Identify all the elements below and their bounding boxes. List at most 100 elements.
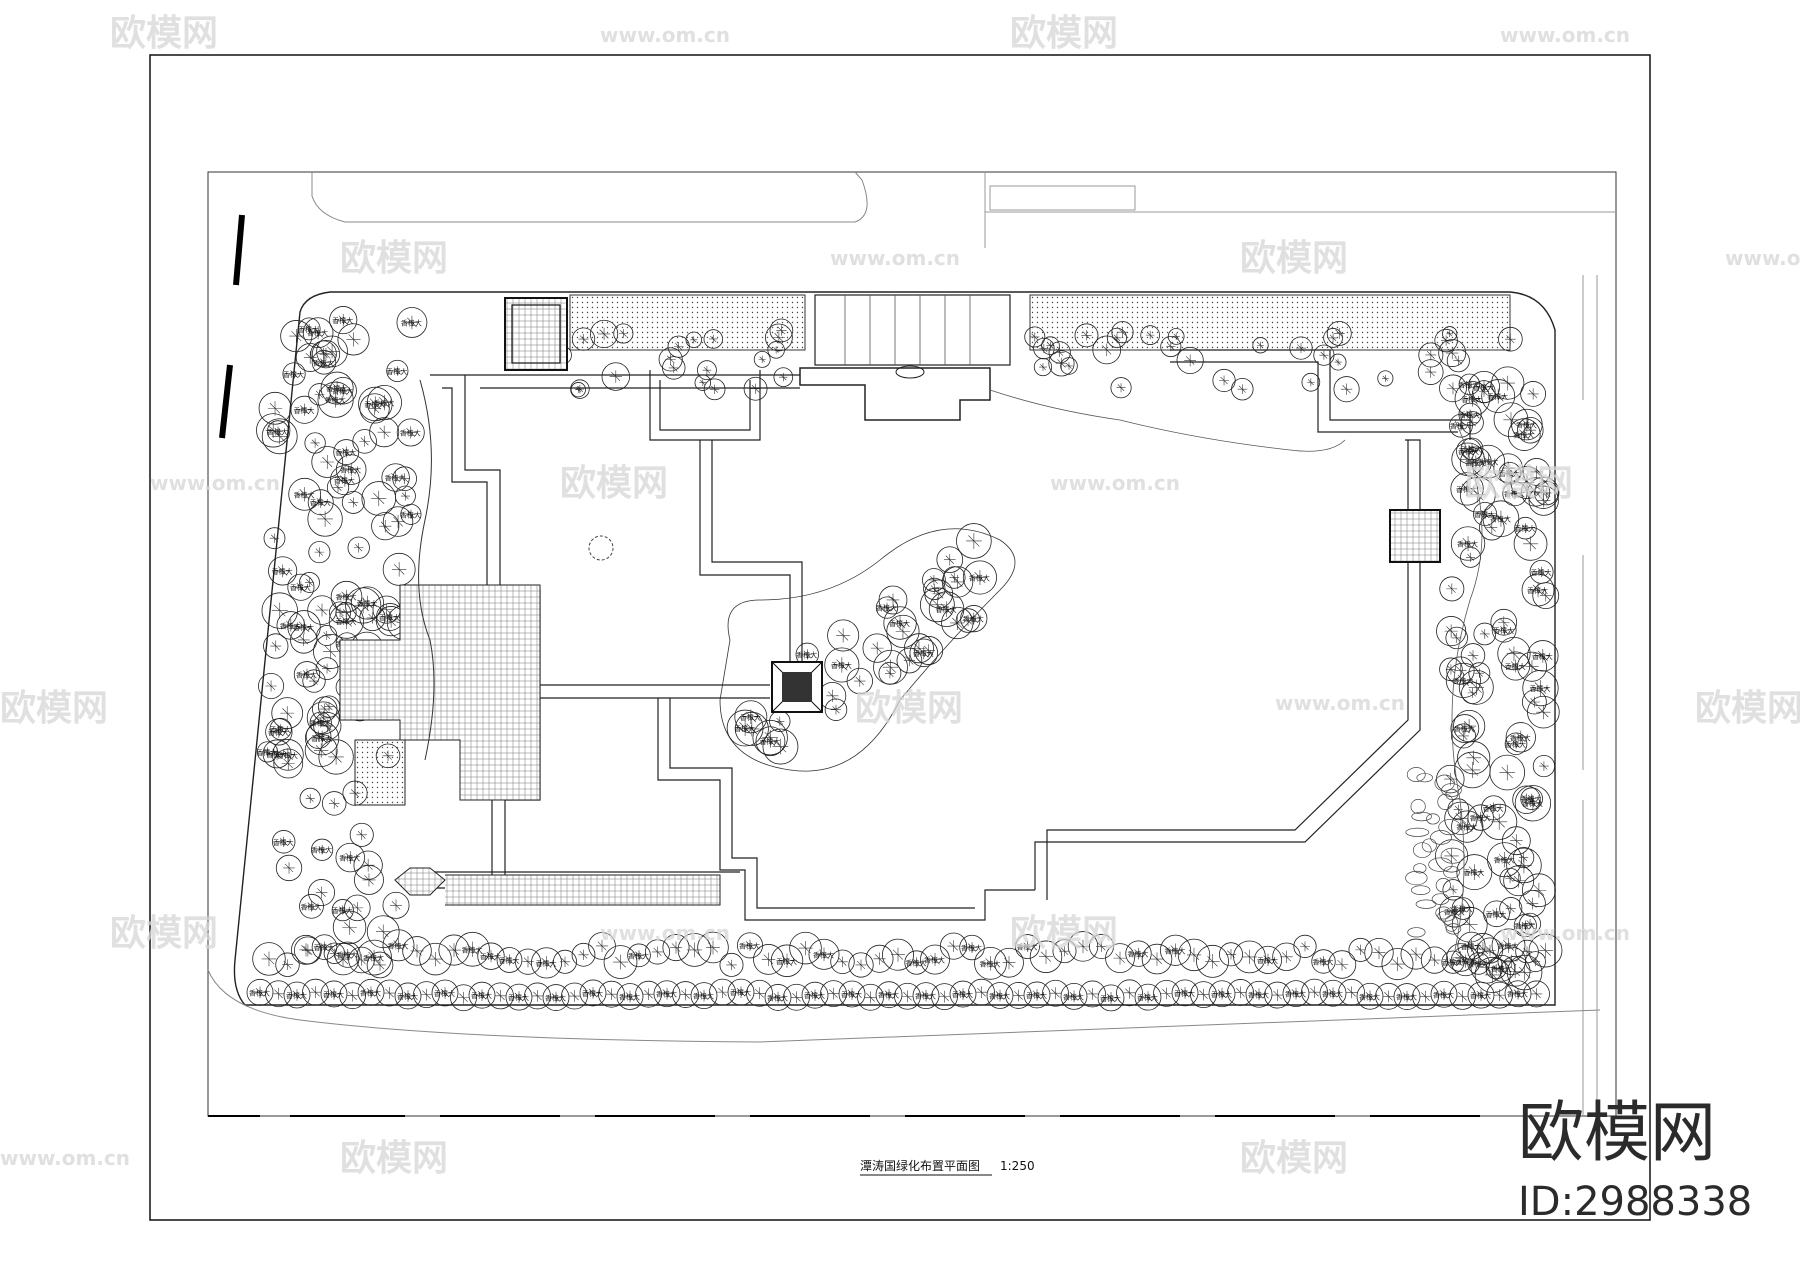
tree-symbol	[1446, 943, 1475, 972]
tree-branch-mark	[1516, 964, 1533, 981]
tree-branch-mark	[1179, 987, 1191, 999]
tree-branch-mark	[376, 924, 391, 939]
tree-branch-mark	[743, 709, 759, 725]
tree-branch-mark	[389, 471, 402, 484]
tree-label: 香樟大	[841, 990, 862, 999]
tree-label: 香樟大	[1452, 676, 1473, 685]
tree-label: 香樟大	[273, 838, 294, 847]
tree-symbol	[1460, 437, 1484, 461]
tree-label: 香樟大	[311, 734, 332, 743]
tree-symbol	[371, 512, 400, 541]
tree-branch-mark	[1496, 852, 1513, 868]
tree-branch-mark	[1495, 962, 1508, 975]
tree-branch-mark	[1113, 951, 1127, 965]
tree-symbol	[1451, 810, 1484, 843]
tree-label: 香樟大	[388, 941, 409, 950]
tree-branch-mark	[360, 595, 375, 611]
watermark-logo: 欧模网	[1010, 913, 1118, 954]
tree-branch-mark	[884, 668, 895, 679]
tree-symbol	[310, 340, 337, 367]
tree-symbol	[974, 946, 1007, 980]
tree-branch-mark	[494, 989, 507, 1002]
tree-branch-mark	[761, 952, 776, 967]
tree-branch-mark	[311, 325, 325, 340]
tree-label: 香樟大	[1521, 795, 1542, 804]
tree-label: 香樟大	[1456, 823, 1477, 832]
entrance-building-outline	[799, 367, 991, 421]
tree-label: 香樟大	[267, 427, 288, 436]
tree-label: 香樟大	[1510, 733, 1531, 742]
tree-symbol	[341, 490, 365, 514]
tree-branch-mark	[406, 509, 416, 519]
tree-symbol	[1177, 938, 1211, 972]
tree-symbol	[261, 418, 298, 455]
tree-symbol	[396, 418, 425, 447]
tree-branch-mark	[335, 951, 351, 967]
tree-branch-mark	[1319, 350, 1329, 360]
tree-symbol	[1212, 368, 1236, 393]
tree-symbol	[1088, 933, 1115, 959]
tree-symbol	[496, 947, 523, 973]
tree-branch-mark	[391, 562, 407, 577]
tree-symbol	[321, 791, 347, 816]
tree-branch-mark	[1261, 953, 1275, 967]
tree-branch-mark	[895, 624, 911, 639]
tree-symbol	[1301, 978, 1328, 1006]
tree-symbol	[1033, 357, 1053, 377]
tree-symbol	[1116, 979, 1143, 1007]
tree-label: 香樟大	[1529, 684, 1550, 693]
tree-symbol	[1485, 958, 1507, 980]
tree-symbol	[1467, 804, 1494, 831]
tree-symbol	[382, 552, 416, 586]
tree-symbol	[904, 950, 929, 975]
tree-symbol	[1527, 476, 1560, 509]
tree-label: 香樟大	[1450, 422, 1471, 431]
tree-branch-mark	[753, 987, 766, 1000]
tree-symbol	[299, 572, 320, 593]
tree-symbol	[349, 822, 374, 847]
tree-symbol	[1196, 944, 1229, 978]
tree-branch-mark	[1484, 944, 1496, 957]
tree-symbol	[1134, 983, 1162, 1011]
tree-symbol	[302, 669, 326, 693]
tree-symbol	[1245, 980, 1273, 1008]
tree-branch-mark	[324, 701, 334, 712]
tree-branch-mark	[280, 706, 295, 721]
stepping-stone	[1421, 838, 1437, 853]
tree-symbol	[662, 934, 690, 962]
tree-branch-mark	[1475, 942, 1490, 957]
tree-symbol	[283, 981, 311, 1009]
tree-symbol	[1519, 912, 1542, 935]
tree-branch-mark	[1473, 958, 1484, 969]
tree-branch-mark	[1186, 947, 1202, 963]
tree-branch-mark	[901, 990, 914, 1003]
tree-label: 香樟大	[1165, 946, 1186, 955]
tree-label: 香樟大	[1516, 421, 1537, 430]
tree-branch-mark	[687, 942, 702, 958]
tree-branch-mark	[329, 380, 345, 396]
tree-label: 香樟大	[1498, 941, 1519, 950]
tree-branch-mark	[775, 716, 785, 726]
tree-symbol	[396, 307, 428, 338]
tree-label: 香樟大	[1499, 469, 1520, 478]
tree-symbol	[1459, 446, 1492, 479]
tree-branch-mark	[276, 564, 290, 578]
watermark-site: www.om.cn	[830, 246, 960, 270]
tree-label: 香樟大	[499, 956, 520, 965]
tree-label: 香樟大	[1458, 447, 1479, 456]
tree-branch-mark	[383, 610, 397, 624]
tree-branch-mark	[609, 370, 623, 383]
tree-branch-mark	[314, 389, 325, 400]
tree-branch-mark	[1454, 664, 1467, 677]
stepping-stone	[1444, 915, 1459, 932]
tree-symbol	[468, 981, 496, 1009]
tree-symbol	[1110, 377, 1132, 399]
tree-symbol	[402, 936, 432, 966]
rockery-left	[354, 739, 406, 806]
tree-symbol	[530, 947, 563, 979]
tree-branch-mark	[1480, 454, 1496, 469]
tree-branch-mark	[1501, 461, 1515, 475]
tree-symbol	[598, 980, 625, 1008]
tree-branch-mark	[1461, 916, 1478, 933]
